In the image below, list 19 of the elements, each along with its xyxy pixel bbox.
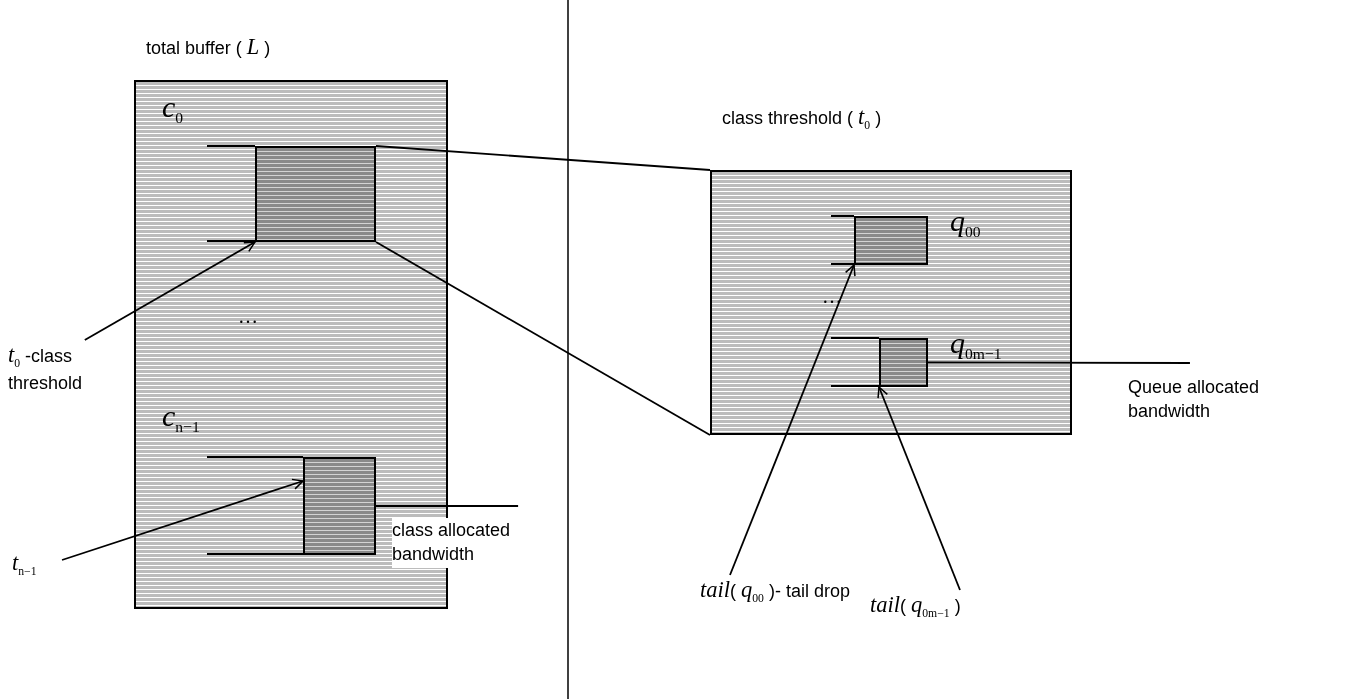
buffer-title: class threshold ( t$_{0}$ ) (722, 104, 882, 132)
leader-line (927, 361, 1191, 364)
arrow (83, 241, 256, 341)
zoom-line (375, 241, 711, 436)
annotation-text: tail( q$_{00}$ )- tail drop (700, 575, 850, 641)
annotation-text: tail( q$_{0m−1}$ ) (870, 590, 1020, 630)
zoom-line (375, 145, 711, 171)
queue-label: q$_{00}$ (950, 204, 981, 241)
annotation-text: t$_{n−1}$ (12, 548, 62, 588)
queue-label: q$_{0m−1}$ (950, 326, 1002, 363)
leader-line (375, 505, 519, 507)
arrow (729, 264, 856, 576)
annotation-text: t$_{0}$ -class threshold (8, 340, 128, 402)
buffer-title: total buffer ( L ) (146, 34, 271, 60)
queue-label: c$_{n−1}$ (162, 399, 200, 436)
queue-label: c$_{0}$ (162, 90, 184, 127)
ellipsis-mark: … (238, 305, 258, 328)
arrow (877, 386, 961, 591)
arrow (61, 478, 304, 561)
